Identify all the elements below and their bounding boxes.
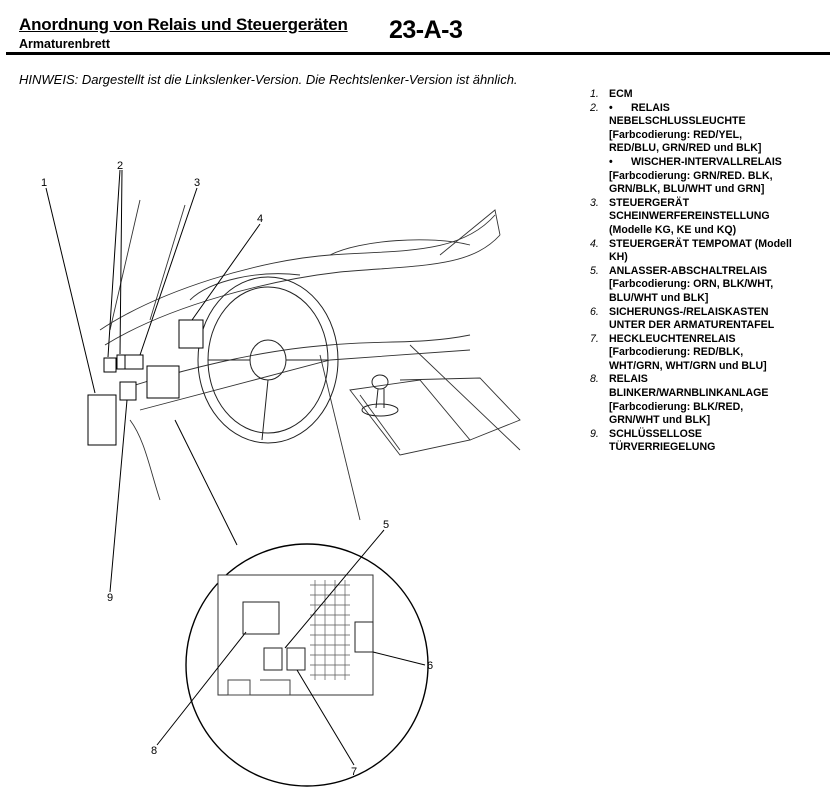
page-subtitle: Armaturenbrett <box>19 37 110 51</box>
legend-line: GRN/WHT und BLK] <box>609 414 711 427</box>
headlight-control-box <box>124 354 144 370</box>
callout-labels: 1 2 3 4 5 6 7 8 9 <box>41 160 433 778</box>
legend-line: [Farbcodierung: RED/BLK, <box>609 346 744 359</box>
legend-line: [Farbcodierung: GRN/RED. BLK, <box>609 169 773 182</box>
bullet-icon: • <box>609 155 613 168</box>
legend-number: 3. <box>590 196 599 209</box>
legend-line: [Farbcodierung: BLK/RED, <box>609 400 744 413</box>
ecm-box <box>87 394 117 446</box>
legend-line: GRN/BLK, BLU/WHT und GRN] <box>609 183 765 196</box>
component-legend: 1. ECM 2. • RELAIS NEBELSCHLUSSLEUCHTE [F… <box>590 88 835 455</box>
callout-6: 6 <box>427 660 433 672</box>
legend-line: NEBELSCHLUSSLEUCHTE <box>609 115 746 128</box>
legend-line: STEUERGERÄT TEMPOMAT (Modell <box>609 237 792 250</box>
callout-7: 7 <box>351 766 357 778</box>
callout-4: 4 <box>257 213 263 225</box>
legend-number: 1. <box>590 88 599 100</box>
callout-9: 9 <box>107 592 113 604</box>
legend-item: 2. • RELAIS NEBELSCHLUSSLEUCHTE [Farbcodi… <box>590 102 835 197</box>
fuse-box-connector <box>354 621 374 653</box>
callout-leaders <box>45 169 426 766</box>
legend-line: BLU/WHT und BLK] <box>609 291 709 304</box>
legend-line: (Modelle KG, KE und KQ) <box>609 223 737 236</box>
legend-line: KH) <box>609 251 628 264</box>
keyless-unit-box <box>119 381 137 401</box>
legend-item: 6. SICHERUNGS-/RELAISKASTEN UNTER DER AR… <box>590 306 835 333</box>
legend-item: 7. HECKLEUCHTENRELAIS [Farbcodierung: RE… <box>590 333 835 374</box>
callout-2: 2 <box>117 160 123 172</box>
legend-line: HECKLEUCHTENRELAIS <box>609 332 736 345</box>
legend-line: TÜRVERRIEGELUNG <box>609 441 716 454</box>
legend-number: 4. <box>590 237 599 250</box>
legend-line: BLINKER/WARNBLINKANLAGE <box>609 387 769 400</box>
legend-item: 1. ECM <box>590 88 835 102</box>
note-text: HINWEIS: Dargestellt ist die Linkslenker… <box>19 72 518 87</box>
component-boxes <box>87 319 204 446</box>
relay-7 <box>286 647 306 671</box>
fuse-box-inset <box>174 419 429 787</box>
fuse-grid <box>310 580 350 680</box>
legend-line: RED/BLU, GRN/RED und BLK] <box>609 142 762 155</box>
legend-number: 5. <box>590 264 599 277</box>
fuse-box-location <box>146 365 180 399</box>
legend-item: 3. STEUERGERÄT SCHEINWERFEREINSTELLUNG (… <box>590 197 835 238</box>
legend-text: WISCHER-INTERVALLRELAIS <box>631 155 782 168</box>
legend-line: • RELAIS <box>609 102 835 116</box>
legend-item: 5. ANLASSER-ABSCHALTRELAIS [Farbcodierun… <box>590 265 835 306</box>
legend-text: RELAIS <box>631 101 670 114</box>
callout-1: 1 <box>41 177 47 189</box>
legend-number: 7. <box>590 332 599 345</box>
legend-line: [Farbcodierung: RED/YEL, <box>609 128 743 141</box>
legend-line: SICHERUNGS-/RELAISKASTEN <box>609 305 769 318</box>
legend-line: WHT/GRN, WHT/GRN und BLU] <box>609 359 767 372</box>
legend-line: RELAIS <box>609 373 648 386</box>
legend-line: SCHEINWERFEREINSTELLUNG <box>609 210 770 223</box>
callout-8: 8 <box>151 745 157 757</box>
legend-item: 4. STEUERGERÄT TEMPOMAT (Modell KH) <box>590 238 835 265</box>
steering-wheel <box>197 276 339 444</box>
relay-5 <box>263 647 283 671</box>
legend-line: SCHLÜSSELLOSE <box>609 427 703 440</box>
gear-shifter <box>361 374 399 417</box>
bullet-icon: • <box>609 101 613 114</box>
page-title: Anordnung von Relais und Steuergeräten <box>19 15 348 34</box>
legend-line: [Farbcodierung: ORN, BLK/WHT, <box>609 278 774 291</box>
legend-number: 6. <box>590 305 599 318</box>
header-divider <box>6 52 830 55</box>
legend-item: 9. SCHLÜSSELLOSE TÜRVERRIEGELUNG <box>590 428 835 455</box>
legend-number: 9. <box>590 427 599 440</box>
legend-line: UNTER DER ARMATURENTAFEL <box>609 319 775 332</box>
legend-line: • WISCHER-INTERVALLRELAIS <box>609 156 835 170</box>
relay-large <box>242 601 280 635</box>
cruise-control-box <box>178 319 204 349</box>
legend-line: STEUERGERÄT <box>609 196 690 209</box>
callout-3: 3 <box>194 177 200 189</box>
legend-line: ANLASSER-ABSCHALTRELAIS <box>609 264 768 277</box>
legend-number: 8. <box>590 373 599 386</box>
legend-number: 2. <box>590 101 599 114</box>
legend-item: 8. RELAIS BLINKER/WARNBLINKANLAGE [Farbc… <box>590 373 835 427</box>
section-code: 23-A-3 <box>389 16 463 44</box>
callout-5: 5 <box>383 519 389 531</box>
relay-box-2a <box>103 357 117 373</box>
legend-line: ECM <box>609 88 633 100</box>
